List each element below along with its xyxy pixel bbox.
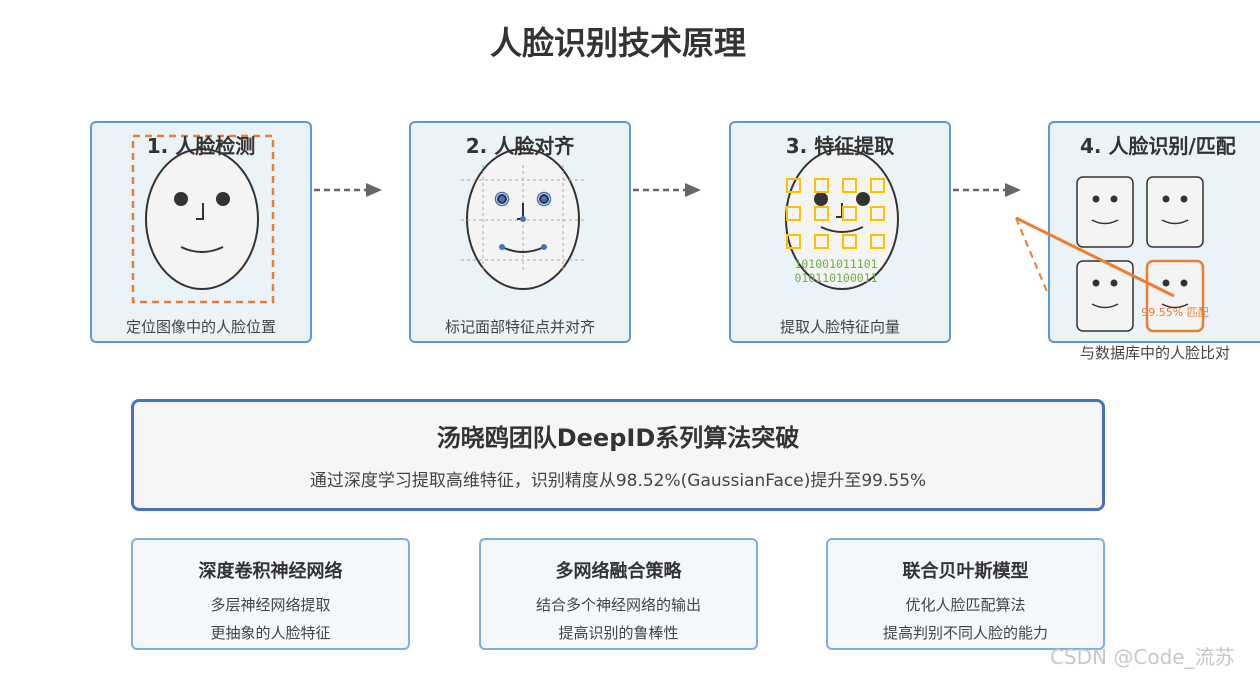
flow-arrow-1	[314, 180, 384, 200]
right-eye	[216, 192, 230, 206]
feature-line-2: 提高识别的鲁棒性	[481, 622, 756, 643]
feature-line-2: 更抽象的人脸特征	[133, 622, 408, 643]
step-desc: 与数据库中的人脸比对	[1050, 342, 1260, 363]
flow-arrow-3	[953, 180, 1023, 200]
step-desc: 标记面部特征点并对齐	[411, 316, 629, 337]
feature-line-1: 结合多个神经网络的输出	[481, 594, 756, 615]
flow-arrow-2	[633, 180, 703, 200]
step-title: 3. 特征提取	[731, 130, 949, 159]
feature-card-fusion: 多网络融合策略 结合多个神经网络的输出 提高识别的鲁棒性	[479, 538, 758, 650]
watermark: CSDN @Code_流苏	[1050, 641, 1235, 670]
binary-line-1: 101001011101	[794, 257, 877, 271]
landmark-mouth-left	[499, 244, 505, 250]
feature-line-1: 优化人脸匹配算法	[828, 594, 1103, 615]
landmark-mouth-right	[541, 244, 547, 250]
landmark-nose	[520, 216, 526, 222]
step-desc: 提取人脸特征向量	[731, 316, 949, 337]
step-title: 2. 人脸对齐	[411, 130, 629, 159]
banner-title: 汤晓鸥团队DeepID系列算法突破	[134, 418, 1102, 453]
feature-card-bayesian: 联合贝叶斯模型 优化人脸匹配算法 提高判别不同人脸的能力	[826, 538, 1105, 650]
landmark-right-eye	[541, 196, 547, 202]
step-title: 1. 人脸检测	[92, 130, 310, 159]
right-eye	[856, 192, 870, 206]
feature-line-1: 多层神经网络提取	[133, 594, 408, 615]
match-lines	[1010, 210, 1180, 300]
step-title: 4. 人脸识别/匹配	[1080, 130, 1260, 159]
step-feature-extraction: 101001011101 010110100011 3. 特征提取 提取人脸特征…	[729, 121, 951, 343]
feature-title: 深度卷积神经网络	[133, 557, 408, 583]
match-label: 99.55% 匹配	[1141, 306, 1208, 319]
feature-card-cnn: 深度卷积神经网络 多层神经网络提取 更抽象的人脸特征	[131, 538, 410, 650]
page-title: 人脸识别技术原理	[0, 18, 1236, 64]
banner-text: 通过深度学习提取高维特征，识别精度从98.52%(GaussianFace)提升…	[134, 466, 1102, 491]
left-eye	[814, 192, 828, 206]
step-face-detection: 1. 人脸检测 定位图像中的人脸位置	[90, 121, 312, 343]
binary-line-2: 010110100011	[794, 271, 877, 285]
step-desc: 定位图像中的人脸位置	[92, 316, 310, 337]
landmark-left-eye	[499, 196, 505, 202]
deepid-banner: 汤晓鸥团队DeepID系列算法突破 通过深度学习提取高维特征，识别精度从98.5…	[131, 399, 1105, 511]
left-eye	[174, 192, 188, 206]
step-face-alignment: 2. 人脸对齐 标记面部特征点并对齐	[409, 121, 631, 343]
feature-title: 多网络融合策略	[481, 557, 756, 583]
feature-line-2: 提高判别不同人脸的能力	[828, 622, 1103, 643]
feature-title: 联合贝叶斯模型	[828, 557, 1103, 583]
